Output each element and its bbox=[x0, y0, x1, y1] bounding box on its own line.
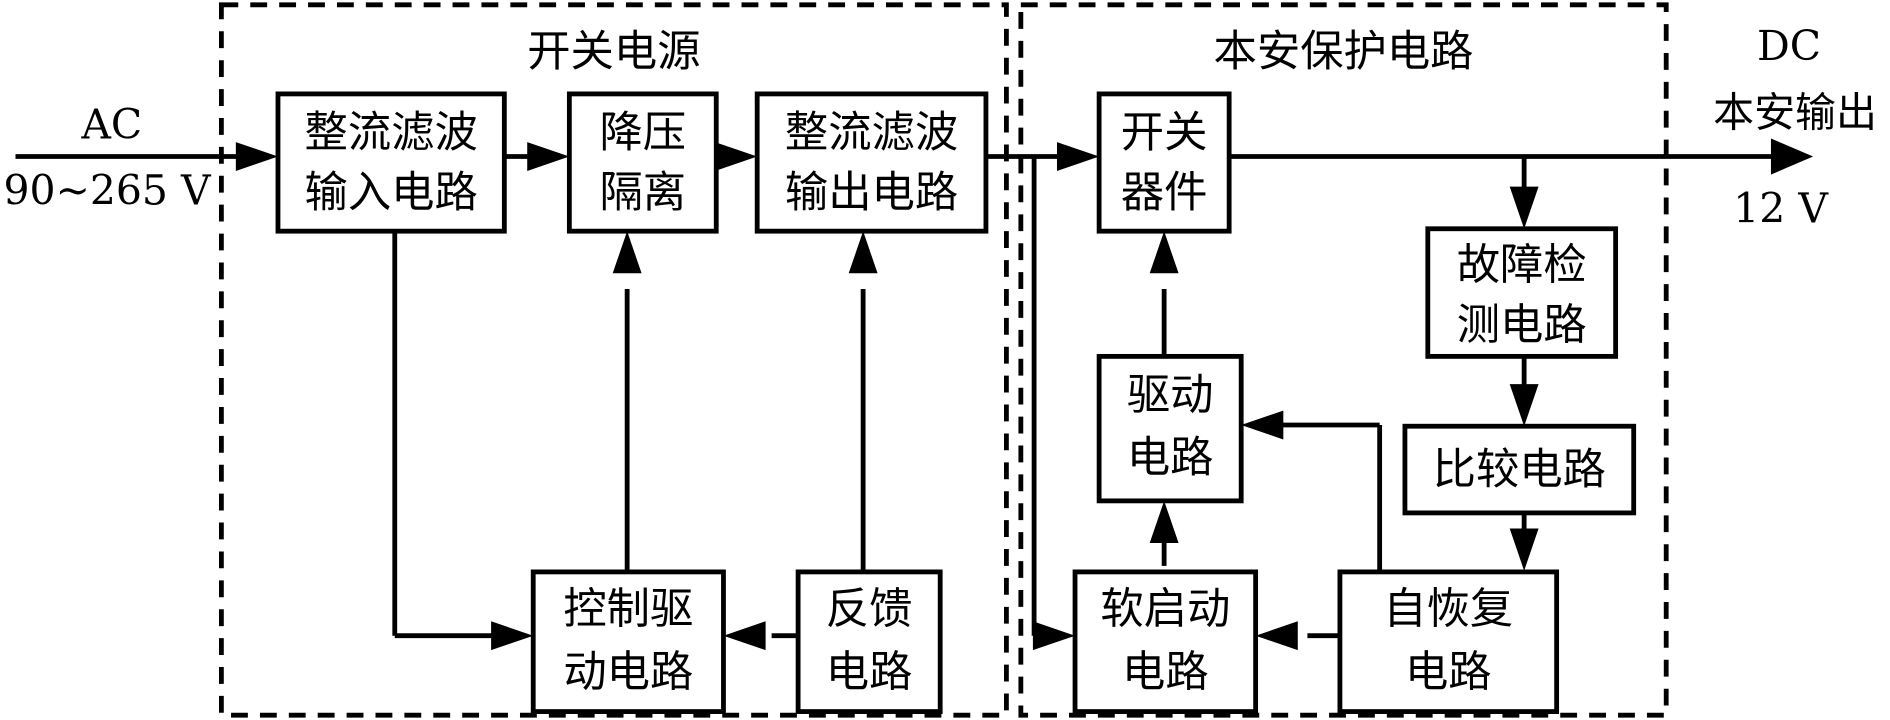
block-soft-start: 软启动 电路 bbox=[1072, 569, 1259, 714]
block-label-line1: 开关 bbox=[1121, 108, 1208, 158]
block-label-line2: 电路 bbox=[826, 647, 913, 697]
block-label-line2: 动电路 bbox=[563, 647, 693, 697]
block-comparator: 比较电路 bbox=[1402, 423, 1637, 516]
arrowheads bbox=[235, 138, 1814, 651]
block-label-line2: 电路 bbox=[1127, 433, 1214, 483]
output-type-label: DC bbox=[1757, 22, 1821, 70]
block-rectifier-output: 整流滤波 输出电路 bbox=[754, 91, 989, 234]
output-label: 本安输出 bbox=[1713, 88, 1877, 136]
block-feedback: 反馈 电路 bbox=[795, 569, 943, 714]
block-label-line1: 比较电路 bbox=[1433, 445, 1606, 495]
block-stepdown-isolation: 降压 隔离 bbox=[566, 91, 719, 234]
block-label-line2: 电路 bbox=[1122, 647, 1209, 697]
block-drive-circuit: 驱动 电路 bbox=[1096, 353, 1244, 504]
block-label-line2: 输出电路 bbox=[785, 168, 958, 218]
block-switch-device: 开关 器件 bbox=[1096, 91, 1232, 234]
input-type-label: AC bbox=[80, 100, 142, 148]
block-rectifier-input: 整流滤波 输入电路 bbox=[275, 91, 507, 234]
input-range-label: 90~265 V bbox=[3, 167, 211, 215]
block-label-line2: 器件 bbox=[1121, 168, 1208, 218]
block-label-line2: 电路 bbox=[1405, 647, 1492, 697]
block-label-line1: 故障检 bbox=[1457, 240, 1587, 290]
output-voltage-label: 12 V bbox=[1733, 185, 1829, 233]
block-label-line2: 隔离 bbox=[599, 168, 686, 218]
block-fault-detection: 故障检 测电路 bbox=[1425, 226, 1619, 359]
safety-group-label: 本安保护电路 bbox=[1214, 27, 1474, 77]
block-control-drive: 控制驱 动电路 bbox=[530, 569, 726, 714]
block-label-line2: 测电路 bbox=[1457, 301, 1587, 351]
block-label-line1: 驱动 bbox=[1127, 370, 1214, 420]
smps-group-label: 开关电源 bbox=[527, 27, 700, 77]
safety-group-frame bbox=[1018, 2, 1669, 718]
block-label-line2: 输入电路 bbox=[304, 168, 477, 218]
block-label-line1: 自恢复 bbox=[1383, 585, 1513, 635]
block-self-recovery: 自恢复 电路 bbox=[1337, 569, 1560, 714]
block-label-line1: 软启动 bbox=[1100, 585, 1230, 635]
block-label-line1: 控制驱 bbox=[563, 585, 693, 635]
block-label-line1: 反馈 bbox=[826, 585, 913, 635]
smps-group-frame bbox=[218, 2, 1009, 718]
block-label-line1: 整流滤波 bbox=[785, 108, 958, 158]
block-label-line1: 整流滤波 bbox=[304, 108, 477, 158]
block-label-line1: 降压 bbox=[599, 108, 686, 158]
